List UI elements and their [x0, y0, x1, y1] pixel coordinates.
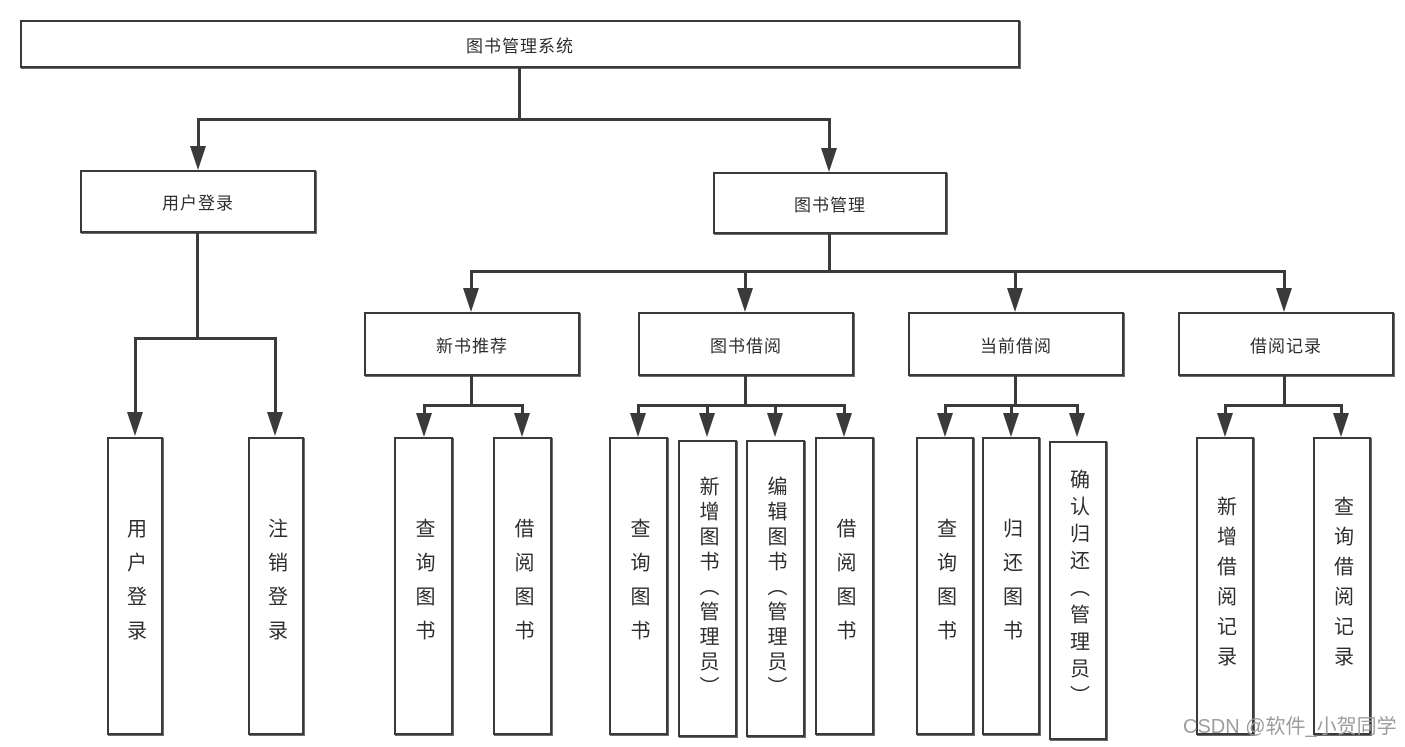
leaf-add-borrow-record: 新增借阅记录	[1196, 437, 1254, 735]
connector-lvl2-drop	[744, 270, 747, 290]
arrow-down-icon	[1217, 413, 1233, 437]
connector-lvl2-drop	[470, 270, 473, 290]
node-label: 新增借阅记录	[1213, 496, 1236, 676]
node-label: 归还图书	[999, 518, 1022, 654]
node-label: 查询借阅记录	[1330, 496, 1353, 676]
connector-login-hline	[134, 337, 277, 340]
node-borrow-records: 借阅记录	[1178, 312, 1394, 376]
leaf-add-books-admin: 新增图书（管理员）	[678, 440, 737, 737]
node-new-book-recommend: 新书推荐	[364, 312, 580, 376]
arrow-down-icon	[267, 412, 283, 436]
node-label: 借阅图书	[511, 518, 533, 654]
connector-groupB-stem	[744, 376, 747, 407]
arrow-down-icon	[836, 413, 852, 437]
connector-leaf-drop	[423, 404, 426, 414]
connector-leaf-drop	[1340, 404, 1343, 414]
leaf-return-books: 归还图书	[982, 437, 1040, 735]
connector-leaf-drop	[1010, 404, 1013, 414]
node-label: 图书管理	[794, 195, 866, 215]
node-book-management: 图书管理	[713, 172, 947, 234]
node-root-label: 图书管理系统	[466, 36, 574, 56]
connector-leaf-drop	[1224, 404, 1227, 414]
leaf-confirm-return-admin: 确认归还（管理员）	[1049, 441, 1107, 740]
node-label: 查询图书	[933, 518, 956, 654]
arrow-down-icon	[1007, 288, 1023, 312]
node-user-login: 用户登录	[80, 170, 316, 233]
arrow-down-icon	[514, 413, 530, 437]
leaf-query-books-3: 查询图书	[916, 437, 974, 735]
connector-leaf-drop	[944, 404, 947, 414]
leaf-query-borrow-record: 查询借阅记录	[1313, 437, 1371, 735]
arrow-down-icon	[1003, 413, 1019, 437]
connector-leaf-drop	[637, 404, 640, 414]
node-label: 确认归还（管理员）	[1066, 469, 1089, 712]
leaf-query-books-2: 查询图书	[609, 437, 668, 735]
leaf-logout: 注销登录	[248, 437, 304, 735]
node-label: 新书推荐	[436, 336, 508, 356]
node-label: 借阅记录	[1250, 336, 1322, 356]
arrow-down-icon	[699, 413, 715, 437]
leaf-user-login: 用户登录	[107, 437, 163, 735]
node-label: 当前借阅	[980, 336, 1052, 356]
leaf-query-books-1: 查询图书	[394, 437, 453, 735]
node-label: 图书借阅	[710, 336, 782, 356]
leaf-borrow-books-2: 借阅图书	[815, 437, 874, 735]
node-label: 查询图书	[412, 518, 434, 654]
connector-lvl2-drop	[1283, 270, 1286, 290]
connector-mgmt-stem	[828, 234, 831, 272]
arrow-down-icon	[737, 288, 753, 312]
arrow-down-icon	[821, 148, 837, 172]
node-current-borrow: 当前借阅	[908, 312, 1124, 376]
node-label: 借阅图书	[833, 518, 855, 654]
connector-login-leaf1-drop	[134, 337, 137, 413]
connector-groupD-hline	[1224, 404, 1342, 407]
arrow-down-icon	[1333, 413, 1349, 437]
connector-leaf-drop	[521, 404, 524, 414]
connector-leaf-drop	[1076, 404, 1079, 414]
csdn-watermark: CSDN @软件_小贺同学	[1183, 716, 1397, 738]
arrow-down-icon	[1276, 288, 1292, 312]
connector-leaf-drop	[706, 404, 709, 414]
connector-root-hline	[197, 118, 831, 121]
connector-groupA-hline	[423, 404, 523, 407]
node-label: 新增图书（管理员）	[696, 476, 718, 701]
connector-leaf-drop	[843, 404, 846, 414]
arrow-down-icon	[463, 288, 479, 312]
connector-lvl2-drop	[1014, 270, 1017, 290]
connector-mgmt-hline	[470, 270, 1286, 273]
connector-groupC-stem	[1014, 376, 1017, 407]
node-book-borrow: 图书借阅	[638, 312, 854, 376]
connector-groupB-hline	[637, 404, 845, 407]
node-root: 图书管理系统	[20, 20, 1020, 68]
arrow-down-icon	[127, 412, 143, 436]
connector-groupD-stem	[1283, 376, 1286, 407]
connector-login-stem	[196, 233, 199, 339]
node-label: 编辑图书（管理员）	[764, 476, 786, 701]
arrow-down-icon	[937, 413, 953, 437]
connector-groupA-stem	[470, 376, 473, 407]
connector-login-drop	[197, 118, 200, 148]
connector-root-stem	[518, 68, 521, 120]
leaf-borrow-books-1: 借阅图书	[493, 437, 552, 735]
arrow-down-icon	[416, 413, 432, 437]
node-label: 用户登录	[162, 194, 234, 213]
node-label: 用户登录	[123, 518, 146, 654]
connector-leaf-drop	[774, 404, 777, 414]
leaf-edit-books-admin: 编辑图书（管理员）	[746, 440, 805, 737]
arrow-down-icon	[1069, 413, 1085, 437]
node-label: 注销登录	[264, 518, 287, 654]
arrow-down-icon	[767, 413, 783, 437]
arrow-down-icon	[630, 413, 646, 437]
arrow-down-icon	[190, 146, 206, 170]
connector-mgmt-drop	[828, 118, 831, 150]
node-label: 查询图书	[627, 518, 649, 654]
connector-login-leaf2-drop	[274, 337, 277, 413]
